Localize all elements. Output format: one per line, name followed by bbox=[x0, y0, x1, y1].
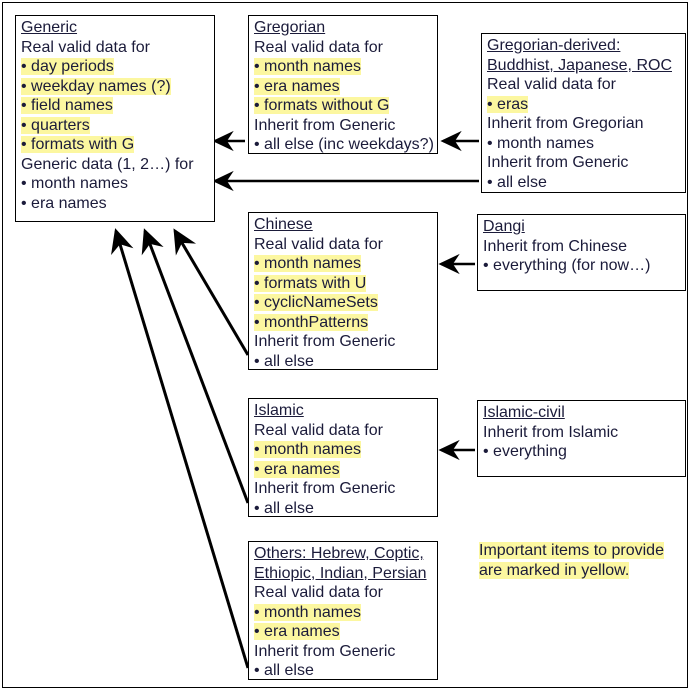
box-islamic[interactable]: Islamic Real valid data for • month name… bbox=[248, 398, 438, 517]
box-others-line-0: Real valid data for bbox=[254, 584, 383, 601]
box-gregorian-derived-line-3: • month names bbox=[487, 134, 594, 152]
box-islamic-line-3: Inherit from Generic bbox=[254, 480, 396, 497]
box-generic-line-7: • month names bbox=[21, 175, 128, 192]
box-dangi-line-1: • everything (for now…) bbox=[483, 257, 651, 274]
box-gregorian-derived-line-0: Real valid data for bbox=[487, 76, 616, 93]
box-chinese-line-0: Real valid data for bbox=[254, 235, 383, 253]
box-gregorian-derived-line-4: Inherit from Generic bbox=[487, 154, 629, 171]
box-gregorian-derived-line-2: Inherit from Gregorian bbox=[487, 115, 644, 132]
box-islamic-civil[interactable]: Islamic-civil Inherit from Islamic • eve… bbox=[477, 400, 686, 477]
box-others[interactable]: Others: Hebrew, Coptic, Ethiopic, Indian… bbox=[248, 541, 438, 680]
box-others-body: Others: Hebrew, Coptic, Ethiopic, Indian… bbox=[249, 542, 437, 683]
box-chinese-line-3: • cyclicNameSets bbox=[254, 294, 378, 311]
box-dangi[interactable]: Dangi Inherit from Chinese • everything … bbox=[477, 214, 686, 291]
diagram-frame: Generic Real valid data for • day period… bbox=[2, 2, 688, 688]
legend-note: Important items to provide are marked in… bbox=[479, 541, 684, 580]
box-gregorian-derived-title2: Buddhist, Japanese, ROC bbox=[487, 56, 672, 74]
box-gregorian-line-5: • all else (inc weekdays?) bbox=[254, 136, 434, 153]
box-gregorian-derived-body: Gregorian-derived: Buddhist, Japanese, R… bbox=[482, 34, 685, 194]
box-others-line-1: • month names bbox=[254, 603, 361, 621]
box-chinese-body: Chinese Real valid data for • month name… bbox=[249, 213, 437, 373]
box-gregorian-title: Gregorian bbox=[254, 19, 326, 36]
box-islamic-title: Islamic bbox=[254, 402, 304, 419]
box-chinese-line-2: • formats with U bbox=[254, 274, 367, 292]
arrow-islamic-to-generic bbox=[141, 228, 250, 504]
box-chinese-line-4: • monthPatterns bbox=[254, 313, 369, 331]
box-generic[interactable]: Generic Real valid data for • day period… bbox=[15, 15, 215, 222]
box-gregorian[interactable]: Gregorian Real valid data for • month na… bbox=[248, 15, 438, 154]
box-others-line-3: Inherit from Generic bbox=[254, 642, 396, 660]
box-gregorian-body: Gregorian Real valid data for • month na… bbox=[249, 16, 437, 157]
box-gregorian-derived-line-1: • eras bbox=[487, 95, 529, 113]
box-gregorian-line-4: Inherit from Generic bbox=[254, 116, 396, 134]
box-islamic-civil-line-0: Inherit from Islamic bbox=[483, 423, 619, 441]
box-gregorian-derived[interactable]: Gregorian-derived: Buddhist, Japanese, R… bbox=[481, 33, 686, 193]
box-generic-line-6: Generic data (1, 2…) for bbox=[21, 155, 194, 173]
box-others-title2: Ethiopic, Indian, Persian bbox=[254, 564, 427, 582]
box-others-line-4: • all else bbox=[254, 662, 314, 679]
box-generic-line-3: • field names bbox=[21, 97, 113, 114]
box-islamic-line-4: • all else bbox=[254, 499, 314, 517]
arrow-chinese-to-generic bbox=[173, 228, 250, 356]
box-chinese-line-6: • all else bbox=[254, 352, 314, 370]
box-gregorian-derived-title: Gregorian-derived: bbox=[487, 37, 621, 54]
box-generic-line-8: • era names bbox=[21, 194, 107, 212]
box-islamic-line-1: • month names bbox=[254, 441, 361, 458]
box-chinese-line-5: Inherit from Generic bbox=[254, 333, 396, 350]
box-gregorian-line-0: Real valid data for bbox=[254, 38, 383, 56]
box-others-line-2: • era names bbox=[254, 623, 340, 640]
legend-note-line-0: Important items to provide bbox=[479, 542, 664, 559]
arrow-others-to-generic bbox=[111, 228, 250, 669]
box-generic-line-2: • weekday names (?) bbox=[21, 77, 171, 95]
box-gregorian-derived-line-5: • all else bbox=[487, 173, 547, 191]
box-gregorian-line-3: • formats without G bbox=[254, 97, 390, 114]
box-generic-line-0: Real valid data for bbox=[21, 38, 150, 56]
box-chinese-line-1: • month names bbox=[254, 255, 361, 272]
box-chinese[interactable]: Chinese Real valid data for • month name… bbox=[248, 212, 438, 370]
box-generic-line-1: • day periods bbox=[21, 58, 114, 75]
box-generic-title: Generic bbox=[21, 19, 78, 36]
box-dangi-body: Dangi Inherit from Chinese • everything … bbox=[478, 215, 685, 278]
box-islamic-line-0: Real valid data for bbox=[254, 421, 383, 439]
box-islamic-body: Islamic Real valid data for • month name… bbox=[249, 399, 437, 520]
box-islamic-civil-title: Islamic-civil bbox=[483, 404, 565, 421]
box-others-title: Others: Hebrew, Coptic, bbox=[254, 545, 424, 562]
box-islamic-civil-line-1: • everything bbox=[483, 443, 567, 460]
box-gregorian-line-2: • era names bbox=[254, 77, 340, 95]
box-dangi-title: Dangi bbox=[483, 218, 525, 235]
box-chinese-title: Chinese bbox=[254, 216, 313, 233]
box-gregorian-line-1: • month names bbox=[254, 58, 361, 75]
box-dangi-line-0: Inherit from Chinese bbox=[483, 237, 628, 255]
box-islamic-civil-body: Islamic-civil Inherit from Islamic • eve… bbox=[478, 401, 685, 464]
box-generic-body: Generic Real valid data for • day period… bbox=[16, 16, 214, 215]
box-islamic-line-2: • era names bbox=[254, 460, 340, 478]
box-generic-line-4: • quarters bbox=[21, 116, 90, 134]
legend-note-line-1: are marked in yellow. bbox=[479, 561, 630, 579]
box-generic-line-5: • formats with G bbox=[21, 136, 135, 153]
